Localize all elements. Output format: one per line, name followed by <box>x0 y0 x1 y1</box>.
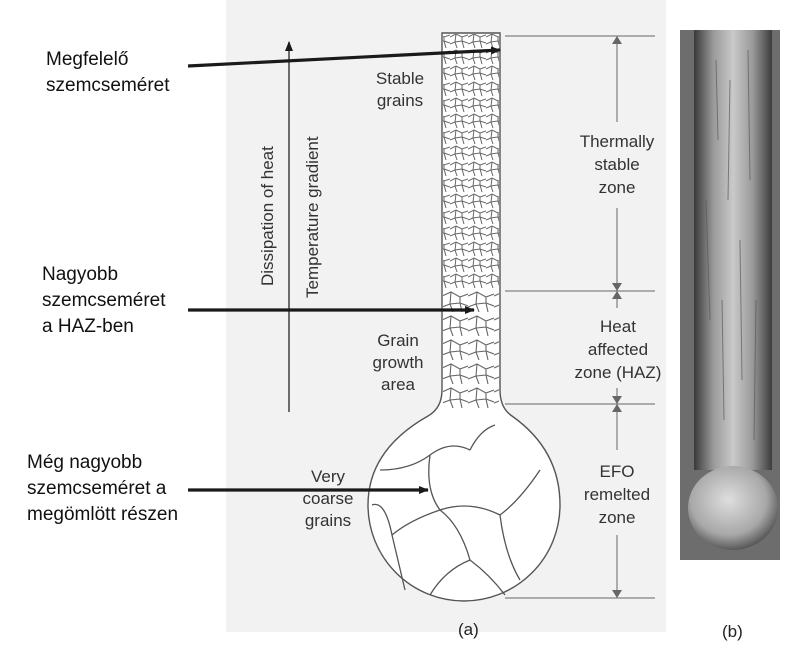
caption-b: (b) <box>722 622 743 641</box>
electrode-drawing <box>367 32 561 602</box>
label-temperature-gradient: Temperature gradient <box>303 136 322 298</box>
caption-a: (a) <box>458 620 479 639</box>
label-dissipation: Dissipation of heat <box>258 146 277 286</box>
pointer-arrow-optimal <box>187 46 501 68</box>
electrode-photo <box>680 30 780 560</box>
